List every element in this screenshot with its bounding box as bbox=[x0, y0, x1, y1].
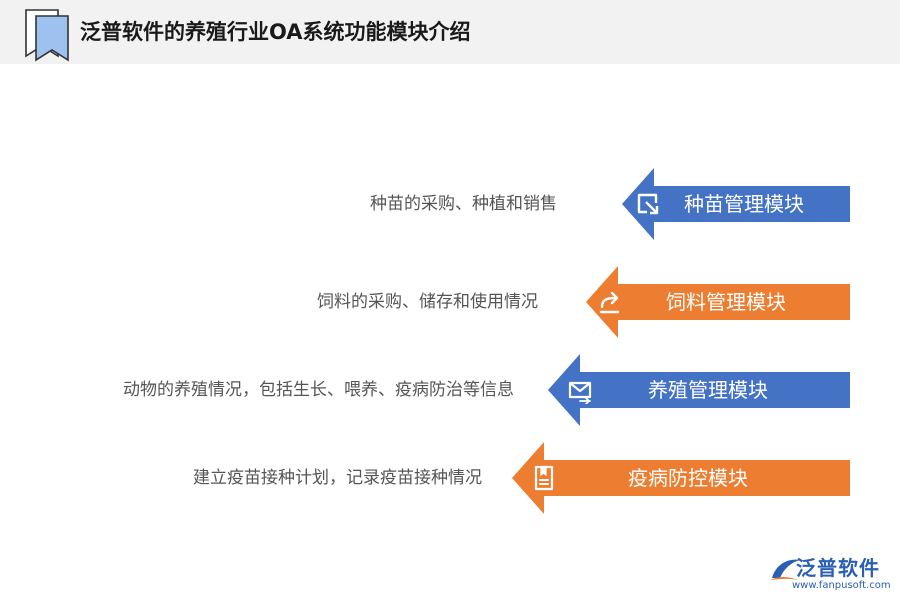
module-row-epidemic: 建立疫苗接种计划，记录疫苗接种情况 疫病防控模块 bbox=[0, 438, 900, 518]
module-label: 饲料管理模块 bbox=[666, 290, 786, 314]
module-band bbox=[570, 460, 850, 496]
module-label: 种苗管理模块 bbox=[684, 192, 804, 216]
arrow-head bbox=[622, 168, 682, 240]
module-description: 饲料的采购、储存和使用情况 bbox=[317, 292, 538, 312]
module-row-breeding: 动物的养殖情况，包括生长、喂养、疫病防治等信息 养殖管理模块 bbox=[0, 350, 900, 430]
module-row-feed: 饲料的采购、储存和使用情况 饲料管理模块 bbox=[0, 262, 900, 342]
module-band bbox=[606, 372, 850, 408]
arrow-head bbox=[586, 266, 646, 338]
mail-icon bbox=[568, 381, 592, 404]
module-label: 养殖管理模块 bbox=[648, 378, 768, 402]
module-label: 疫病防控模块 bbox=[628, 466, 748, 490]
module-description: 动物的养殖情况，包括生长、喂养、疫病防治等信息 bbox=[123, 380, 514, 400]
checkbox-arrow-icon bbox=[637, 193, 659, 215]
header-bar: 泛普软件的养殖行业OA系统功能模块介绍 bbox=[0, 0, 900, 64]
arrow-shape bbox=[586, 266, 646, 338]
company-logo: 泛普软件 www.fanpusoft.com bbox=[768, 552, 892, 598]
document-icon bbox=[534, 465, 554, 491]
logo-mark-icon bbox=[770, 559, 800, 580]
arrow-shape bbox=[622, 168, 682, 240]
module-description: 种苗的采购、种植和销售 bbox=[370, 194, 557, 214]
share-arrow-icon bbox=[599, 291, 620, 314]
module-description: 建立疫苗接种计划，记录疫苗接种情况 bbox=[193, 468, 482, 488]
arrow-head bbox=[512, 442, 572, 514]
page-title: 泛普软件的养殖行业OA系统功能模块介绍 bbox=[80, 20, 471, 44]
module-band bbox=[644, 284, 850, 320]
arrow-shape bbox=[512, 442, 572, 514]
bookmark-icon bbox=[25, 9, 69, 62]
logo-url: www.fanpusoft.com bbox=[792, 580, 891, 591]
logo-name: 泛普软件 bbox=[796, 556, 880, 580]
module-band bbox=[680, 186, 850, 222]
module-row-seedling: 种苗的采购、种植和销售 种苗管理模块 bbox=[0, 164, 900, 244]
